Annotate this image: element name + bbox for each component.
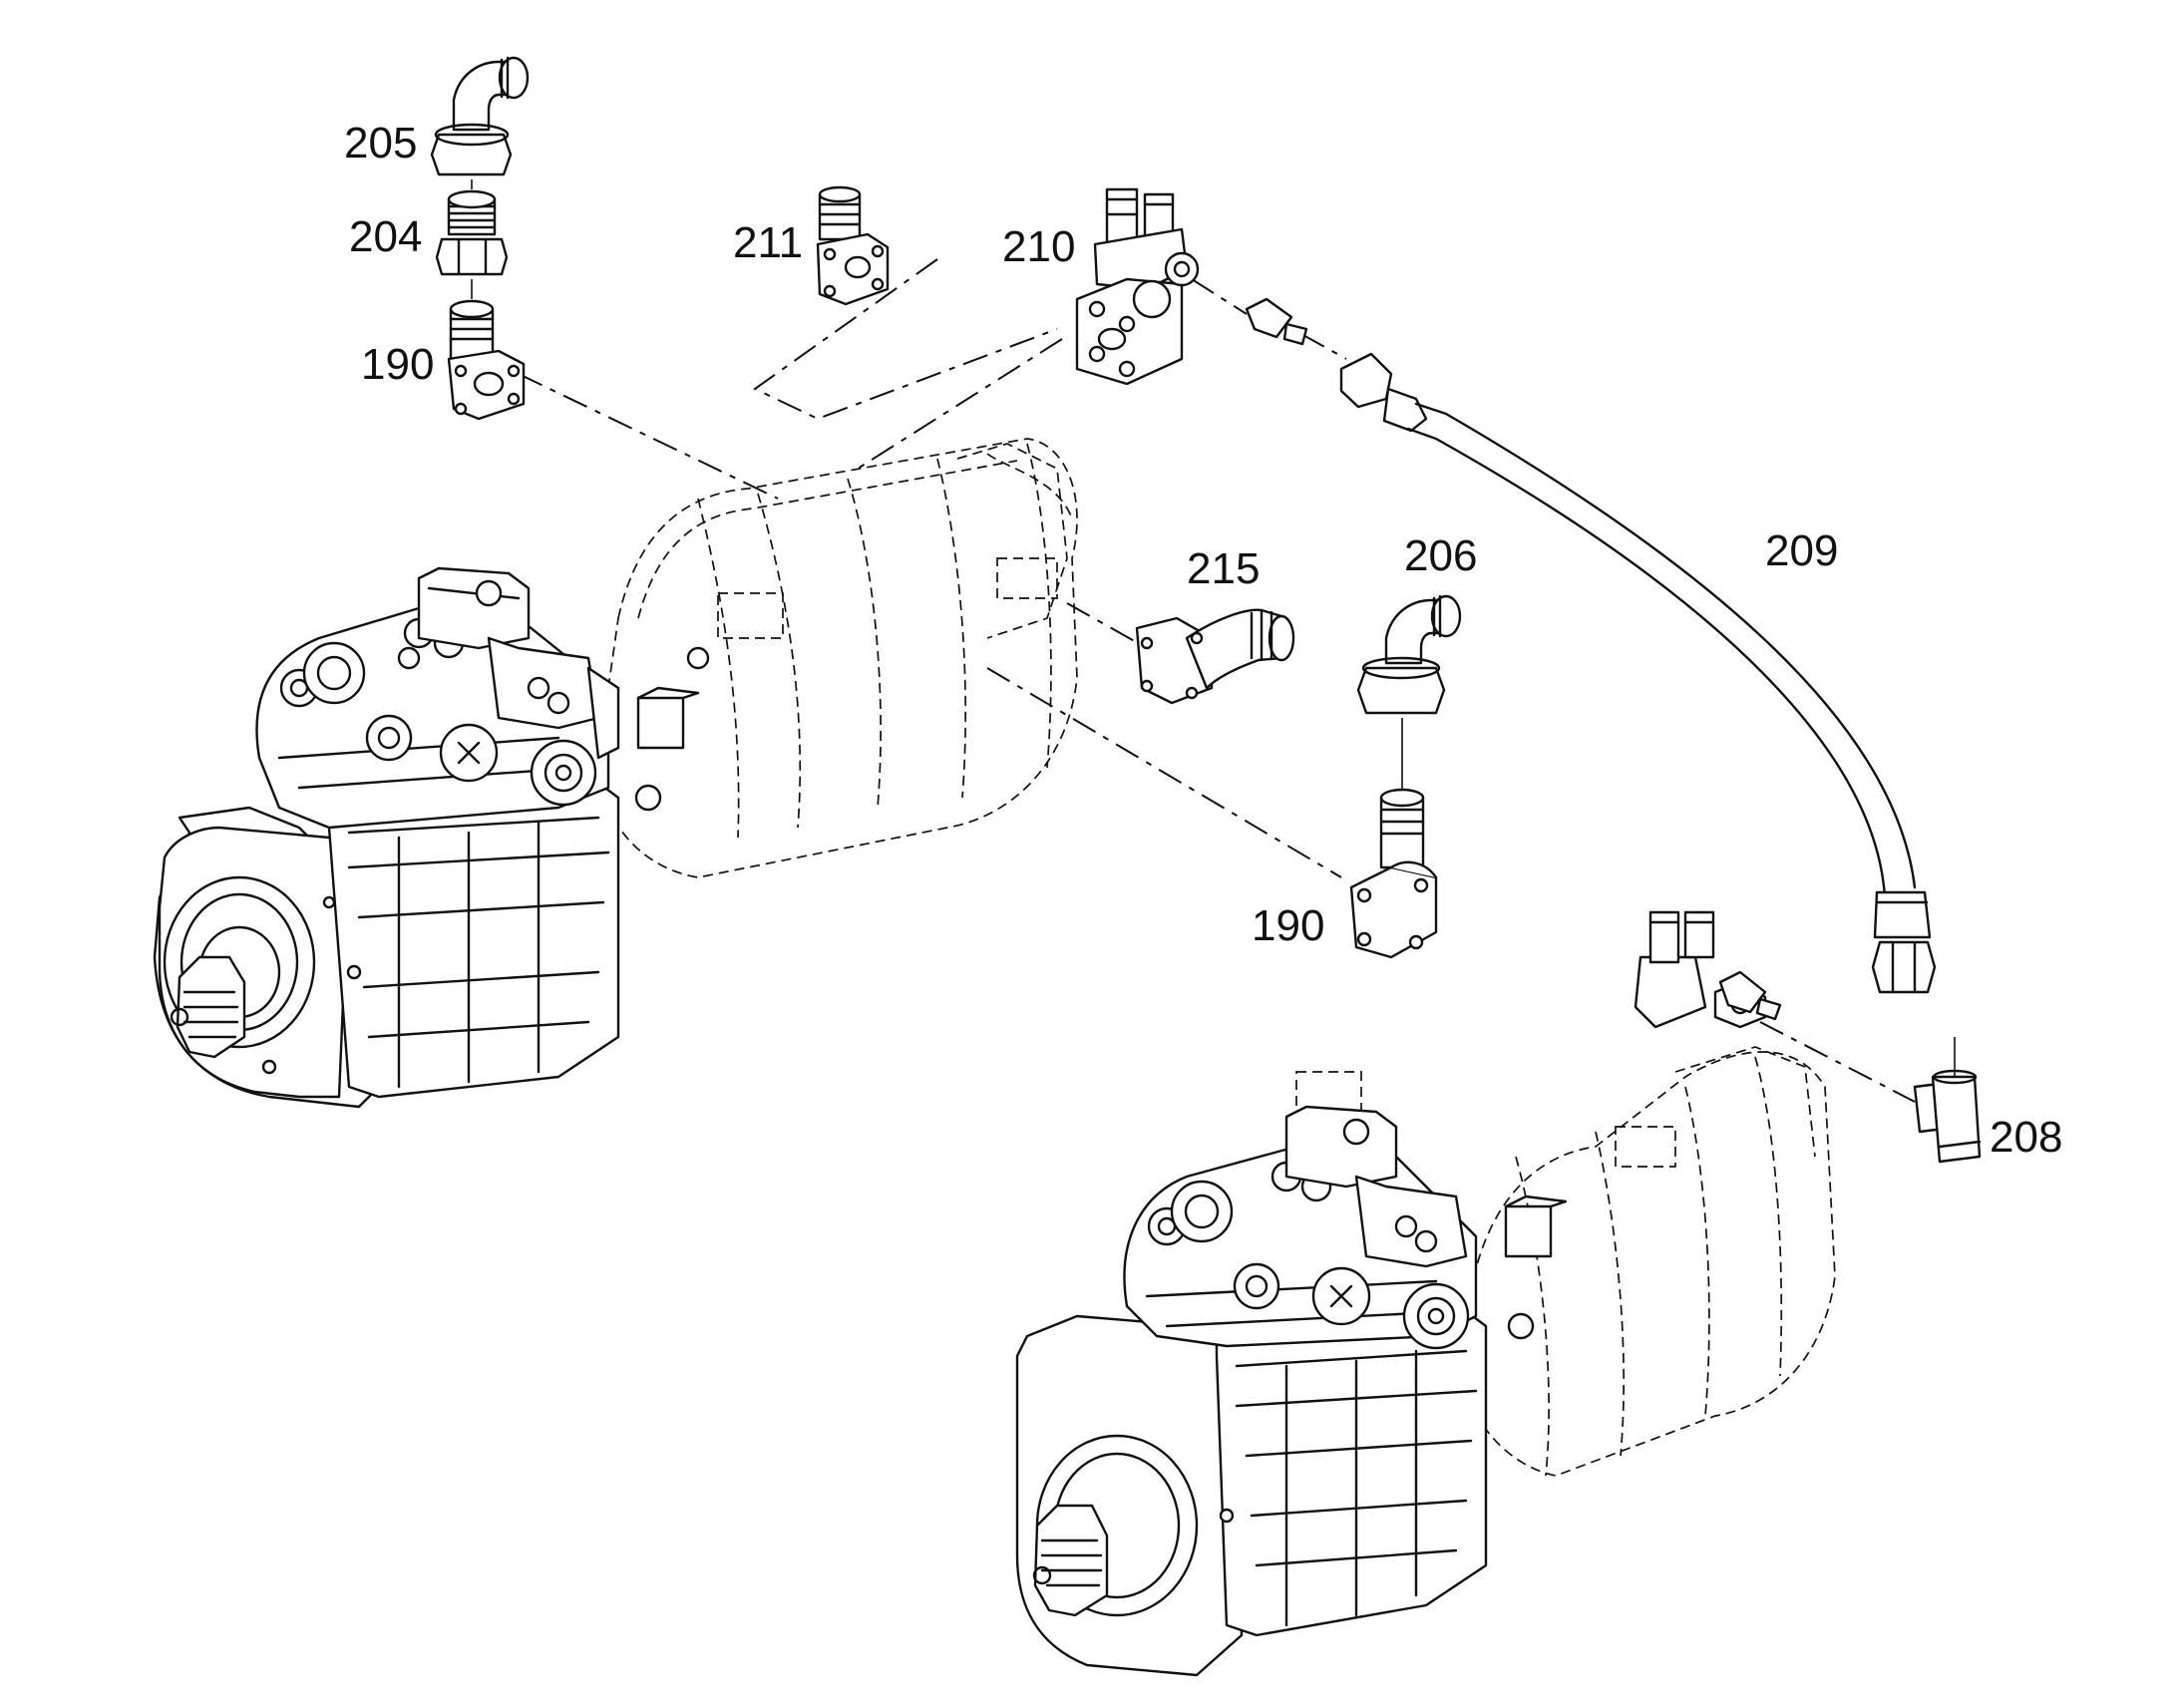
- part-206-elbow-fitting: [1356, 594, 1462, 715]
- callout-204: 204: [349, 212, 422, 261]
- part-205-elbow-fitting: [430, 56, 530, 176]
- callout-190-top: 190: [361, 340, 434, 389]
- callout-190-middle: 190: [1252, 901, 1324, 950]
- union-fitting-lower: [1718, 970, 1782, 1021]
- union-fitting-upper: [1245, 297, 1308, 346]
- callout-205: 205: [344, 119, 417, 168]
- part-190-flange-middle: [1349, 788, 1438, 959]
- part-210-valve-block: [1075, 187, 1200, 386]
- part-215-flange-elbow: [1135, 608, 1295, 705]
- callout-206: 206: [1404, 531, 1477, 580]
- callout-209: 209: [1765, 526, 1838, 575]
- leader-lines: [471, 179, 1956, 1103]
- hydraulic-pump-lower: [1015, 910, 1836, 1677]
- part-211-flange: [816, 185, 890, 306]
- callout-210: 210: [1002, 222, 1075, 271]
- callout-211: 211: [733, 218, 803, 267]
- hydraulic-pump-upper: [153, 438, 1078, 1109]
- part-204-adapter: [435, 189, 509, 276]
- part-209-hose: [1339, 352, 1937, 994]
- part-208-tee-fitting: [1913, 1069, 1982, 1164]
- part-190-flange-top: [447, 299, 526, 421]
- callout-208: 208: [1990, 1113, 2062, 1162]
- callout-215: 215: [1187, 544, 1260, 593]
